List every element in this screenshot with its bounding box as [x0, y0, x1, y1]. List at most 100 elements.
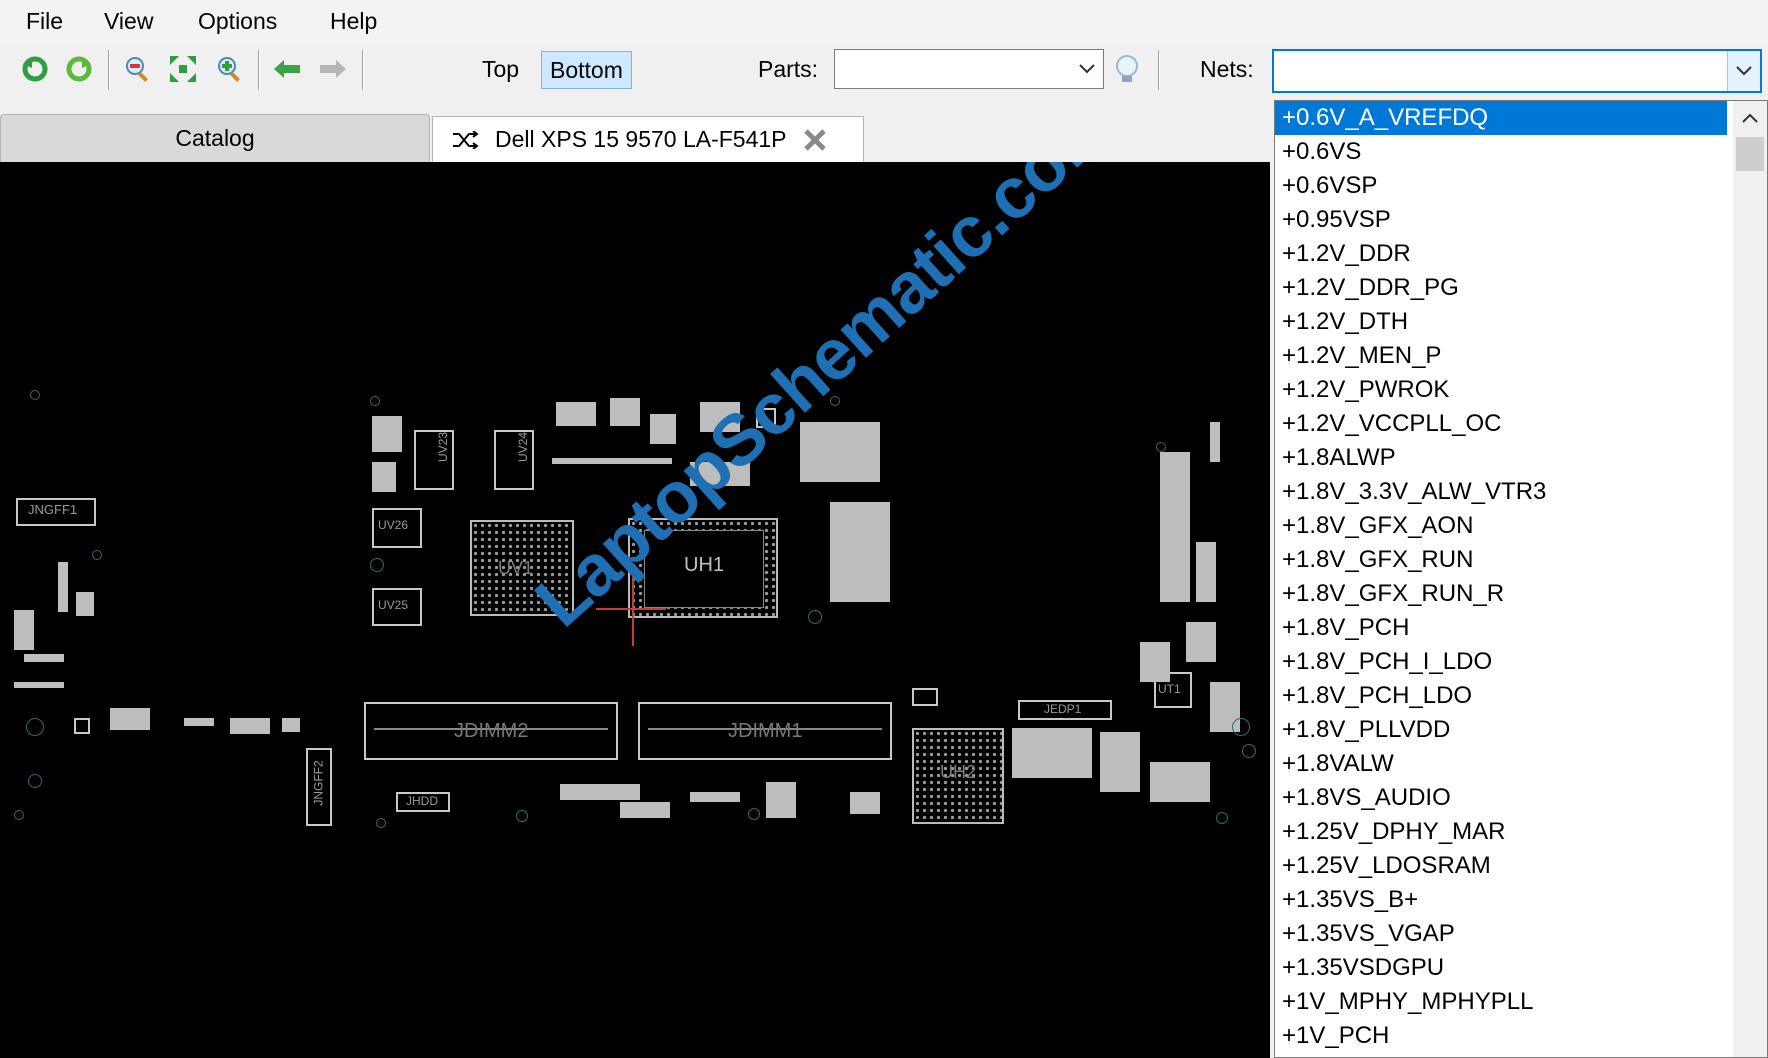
- pad: [14, 610, 34, 650]
- component-jngff2[interactable]: [306, 748, 332, 826]
- toolbar-separator: [1158, 50, 1160, 90]
- net-list-item[interactable]: +1.35VS_VGAP: [1282, 920, 1455, 947]
- net-list-item[interactable]: +1.25V_DPHY_MAR: [1282, 818, 1506, 845]
- net-list-item[interactable]: +1.35VSDGPU: [1282, 954, 1445, 981]
- chevron-up-icon[interactable]: [1733, 101, 1767, 135]
- scrollbar-thumb[interactable]: [1736, 137, 1764, 171]
- via: [92, 550, 102, 560]
- scrollbar[interactable]: [1733, 101, 1767, 1057]
- net-list-item[interactable]: +1.8VS_AUDIO: [1282, 784, 1451, 811]
- layer-bottom-button[interactable]: Bottom: [541, 51, 632, 89]
- component[interactable]: [756, 408, 776, 428]
- net-list-item[interactable]: +1.2V_DDR_PG: [1282, 274, 1459, 301]
- component-label: UV26: [378, 518, 409, 532]
- pad: [610, 398, 640, 426]
- tab-board[interactable]: Dell XPS 15 9570 LA-F541P: [432, 116, 864, 162]
- pad: [184, 718, 214, 726]
- component-label: JEDP1: [1044, 702, 1082, 716]
- net-list-item[interactable]: +1.8V_PCH: [1282, 614, 1410, 641]
- component-label: JNGFF1: [28, 502, 78, 517]
- pad: [1150, 762, 1210, 802]
- net-list-item[interactable]: +1.8V_PCH_LDO: [1282, 682, 1473, 709]
- component-jhdd[interactable]: [396, 792, 450, 812]
- dimm-line: [648, 728, 882, 730]
- menu-options[interactable]: Options: [198, 8, 278, 34]
- net-list-item[interactable]: +1.8V_GFX_RUN_R: [1282, 580, 1505, 607]
- pad: [690, 462, 750, 486]
- via: [516, 810, 528, 822]
- nets-dropdown[interactable]: +0.6V_A_VREFDQ +0.6VS +0.6VSP +0.95VSP +1.2V…: [1274, 100, 1768, 1058]
- component-uv1[interactable]: [470, 520, 574, 616]
- component[interactable]: [74, 718, 90, 734]
- net-list-item[interactable]: +0.6V_A_VREFDQ: [1275, 101, 1727, 135]
- net-list-item[interactable]: +1V_PCH: [1282, 1022, 1390, 1049]
- component-jdimm2[interactable]: [364, 702, 618, 760]
- zoom-out-icon[interactable]: [120, 52, 154, 86]
- net-list-item[interactable]: +0.6VSP: [1282, 172, 1378, 199]
- net-list-item[interactable]: +1.8V_GFX_AON: [1282, 512, 1474, 539]
- component-uh2[interactable]: [912, 728, 1004, 824]
- menu-view[interactable]: View: [104, 8, 154, 34]
- pad: [14, 682, 64, 688]
- toolbar-separator: [362, 50, 364, 90]
- net-list-item[interactable]: +1.8V_PLLVDD: [1282, 716, 1451, 743]
- component-ut1[interactable]: [1154, 672, 1192, 708]
- zoom-in-icon[interactable]: [212, 52, 246, 86]
- pad: [372, 416, 402, 452]
- net-list-item[interactable]: +1.8V_3.3V_ALW_VTR3: [1282, 478, 1547, 505]
- close-icon[interactable]: [803, 128, 827, 152]
- layer-top-button[interactable]: Top: [482, 56, 520, 82]
- net-list-item[interactable]: +1.25V_LDOSRAM: [1282, 852, 1491, 879]
- menu-help[interactable]: Help: [330, 8, 378, 34]
- net-list-item[interactable]: +1.8ALWP: [1282, 444, 1396, 471]
- parts-combobox[interactable]: [834, 49, 1104, 89]
- rotate-left-icon[interactable]: [18, 52, 52, 86]
- via: [370, 396, 380, 406]
- forward-arrow-icon[interactable]: [316, 52, 350, 86]
- pad: [110, 708, 150, 730]
- component-jdimm1[interactable]: [638, 702, 892, 760]
- net-list-item[interactable]: +1.2V_DDR: [1282, 240, 1411, 267]
- component-uv25[interactable]: [372, 588, 422, 626]
- component-label: JNGFF2: [311, 760, 326, 806]
- via: [26, 718, 44, 736]
- net-list-item[interactable]: +1.2V_VCCPLL_OC: [1282, 410, 1502, 437]
- net-list-item[interactable]: +1V_MPHY_MPHYPLL: [1282, 988, 1534, 1015]
- board-view[interactable]: JNGFF1 UV23 UV24 UV26 UV25 UV1 UH1 JDIMM…: [0, 162, 1270, 1058]
- chevron-down-icon[interactable]: [1727, 51, 1760, 91]
- component-label: UV24: [516, 431, 531, 463]
- pad: [556, 402, 596, 426]
- net-list-item[interactable]: +1.8V_GFX_RUN: [1282, 546, 1474, 573]
- component-jedp1[interactable]: [1018, 700, 1112, 720]
- net-list-item[interactable]: +0.95VSP: [1282, 206, 1391, 233]
- component-jngff1[interactable]: [16, 498, 96, 526]
- tab-catalog[interactable]: Catalog: [0, 114, 430, 162]
- component-label: UH1: [684, 554, 725, 576]
- component-uv26[interactable]: [372, 508, 422, 548]
- component-label: UV23: [436, 431, 451, 463]
- component-label: JDIMM1: [728, 720, 803, 742]
- rotate-right-icon[interactable]: [62, 52, 96, 86]
- component-uv24[interactable]: [494, 430, 534, 490]
- net-list-item[interactable]: +1.2V_MEN_P: [1282, 342, 1442, 369]
- component[interactable]: [912, 688, 938, 706]
- menu-file[interactable]: File: [26, 8, 64, 34]
- pad: [230, 718, 270, 734]
- net-list-item[interactable]: +1.2V_DTH: [1282, 308, 1409, 335]
- component-uv23[interactable]: [414, 430, 454, 490]
- toolbar-separator: [108, 50, 110, 90]
- component-label: UV25: [378, 598, 409, 612]
- pad: [24, 654, 64, 662]
- zoom-fit-icon[interactable]: [166, 52, 200, 86]
- net-list-item[interactable]: +1.35VS_B+: [1282, 886, 1419, 913]
- net-list-item[interactable]: +0.6VS: [1282, 138, 1362, 165]
- chevron-down-icon[interactable]: [1071, 50, 1103, 88]
- pad: [1210, 422, 1220, 462]
- net-list-item[interactable]: +1.8V_PCH_I_LDO: [1282, 648, 1493, 675]
- nets-input[interactable]: [1278, 55, 1724, 87]
- lightbulb-icon[interactable]: [1110, 52, 1144, 86]
- back-arrow-icon[interactable]: [270, 52, 304, 86]
- nets-combobox[interactable]: [1272, 49, 1762, 93]
- net-list-item[interactable]: +1.8VALW: [1282, 750, 1394, 777]
- net-list-item[interactable]: +1.2V_PWROK: [1282, 376, 1450, 403]
